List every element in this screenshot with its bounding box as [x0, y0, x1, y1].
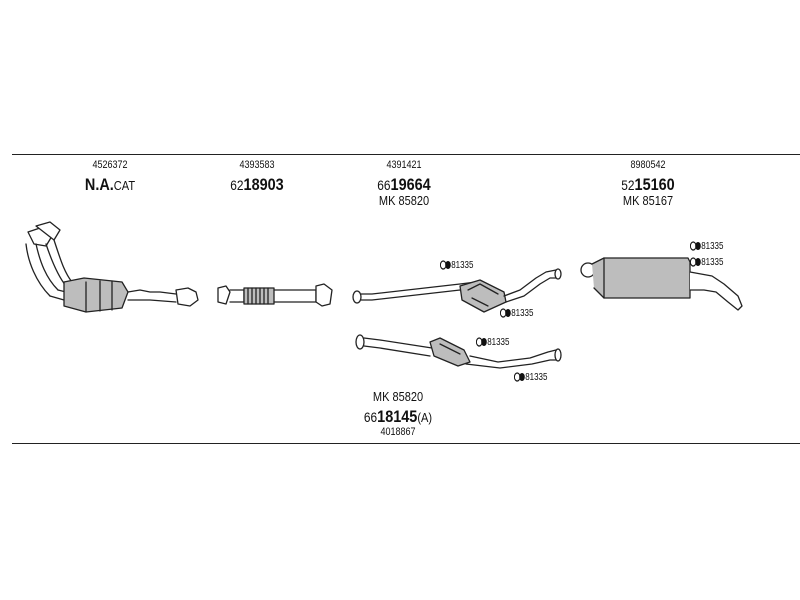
front-pipe-part-prefix: 62	[230, 177, 244, 193]
catalyst-assembly	[25, 221, 199, 313]
clamp-number: 81335	[487, 337, 510, 348]
rear-part-main: 15160	[634, 175, 675, 194]
middle-lower-ref-number: 4018867	[380, 426, 416, 438]
clamp-icon	[440, 260, 451, 270]
clamp-label-2: 81335	[500, 308, 533, 319]
clamp-number: 81335	[451, 260, 474, 271]
rear-part-number: 5215160	[621, 176, 674, 193]
middle-lower-part-prefix: 66	[363, 409, 378, 425]
clamp-icon	[690, 241, 701, 251]
clamp-number: 81335	[701, 257, 724, 268]
middle-upper-ref-number: 4391421	[386, 159, 422, 171]
middle-upper-part-number: 6619664	[377, 176, 430, 193]
rear-mk-number: MK 85167	[622, 194, 674, 208]
top-divider	[12, 154, 800, 155]
catalyst-ref-number: 4526372	[92, 159, 128, 171]
catalyst-part-suffix: CAT	[113, 178, 136, 193]
rear-silencer	[580, 257, 743, 311]
front-pipe-part-main: 18903	[243, 175, 284, 194]
rear-ref-number: 8980542	[630, 159, 666, 171]
middle-lower-part-main: 18145	[377, 407, 418, 426]
rear-part-prefix: 52	[621, 177, 635, 193]
clamp-icon	[476, 337, 487, 347]
clamp-icon	[690, 257, 701, 267]
clamp-number: 81335	[525, 372, 548, 383]
front-pipe	[217, 283, 333, 307]
clamp-label-3: 81335	[476, 337, 509, 348]
bottom-divider	[12, 443, 800, 444]
clamp-number: 81335	[511, 308, 534, 319]
middle-upper-mk-number: MK 85820	[378, 194, 430, 208]
front-pipe-part-number: 6218903	[230, 176, 283, 193]
clamp-icon	[500, 308, 511, 318]
clamp-label-5: 81335	[690, 241, 723, 252]
front-pipe-ref-number: 4393583	[239, 159, 275, 171]
clamp-icon	[514, 372, 525, 382]
catalyst-part-number: N.A.CAT	[85, 176, 135, 193]
clamp-label-6: 81335	[690, 257, 723, 268]
clamp-number: 81335	[701, 241, 724, 252]
middle-lower-part-suffix: (A)	[417, 410, 433, 425]
middle-pipe-lower	[355, 334, 562, 369]
catalyst-part-main: N.A.	[84, 175, 114, 194]
middle-upper-part-prefix: 66	[377, 177, 391, 193]
middle-pipe-upper	[352, 268, 562, 313]
middle-upper-part-main: 19664	[390, 175, 431, 194]
middle-lower-part-number: 6618145(A)	[364, 408, 432, 425]
clamp-label-4: 81335	[514, 372, 547, 383]
middle-lower-mk-number: MK 85820	[372, 390, 424, 404]
clamp-label-1: 81335	[440, 260, 473, 271]
